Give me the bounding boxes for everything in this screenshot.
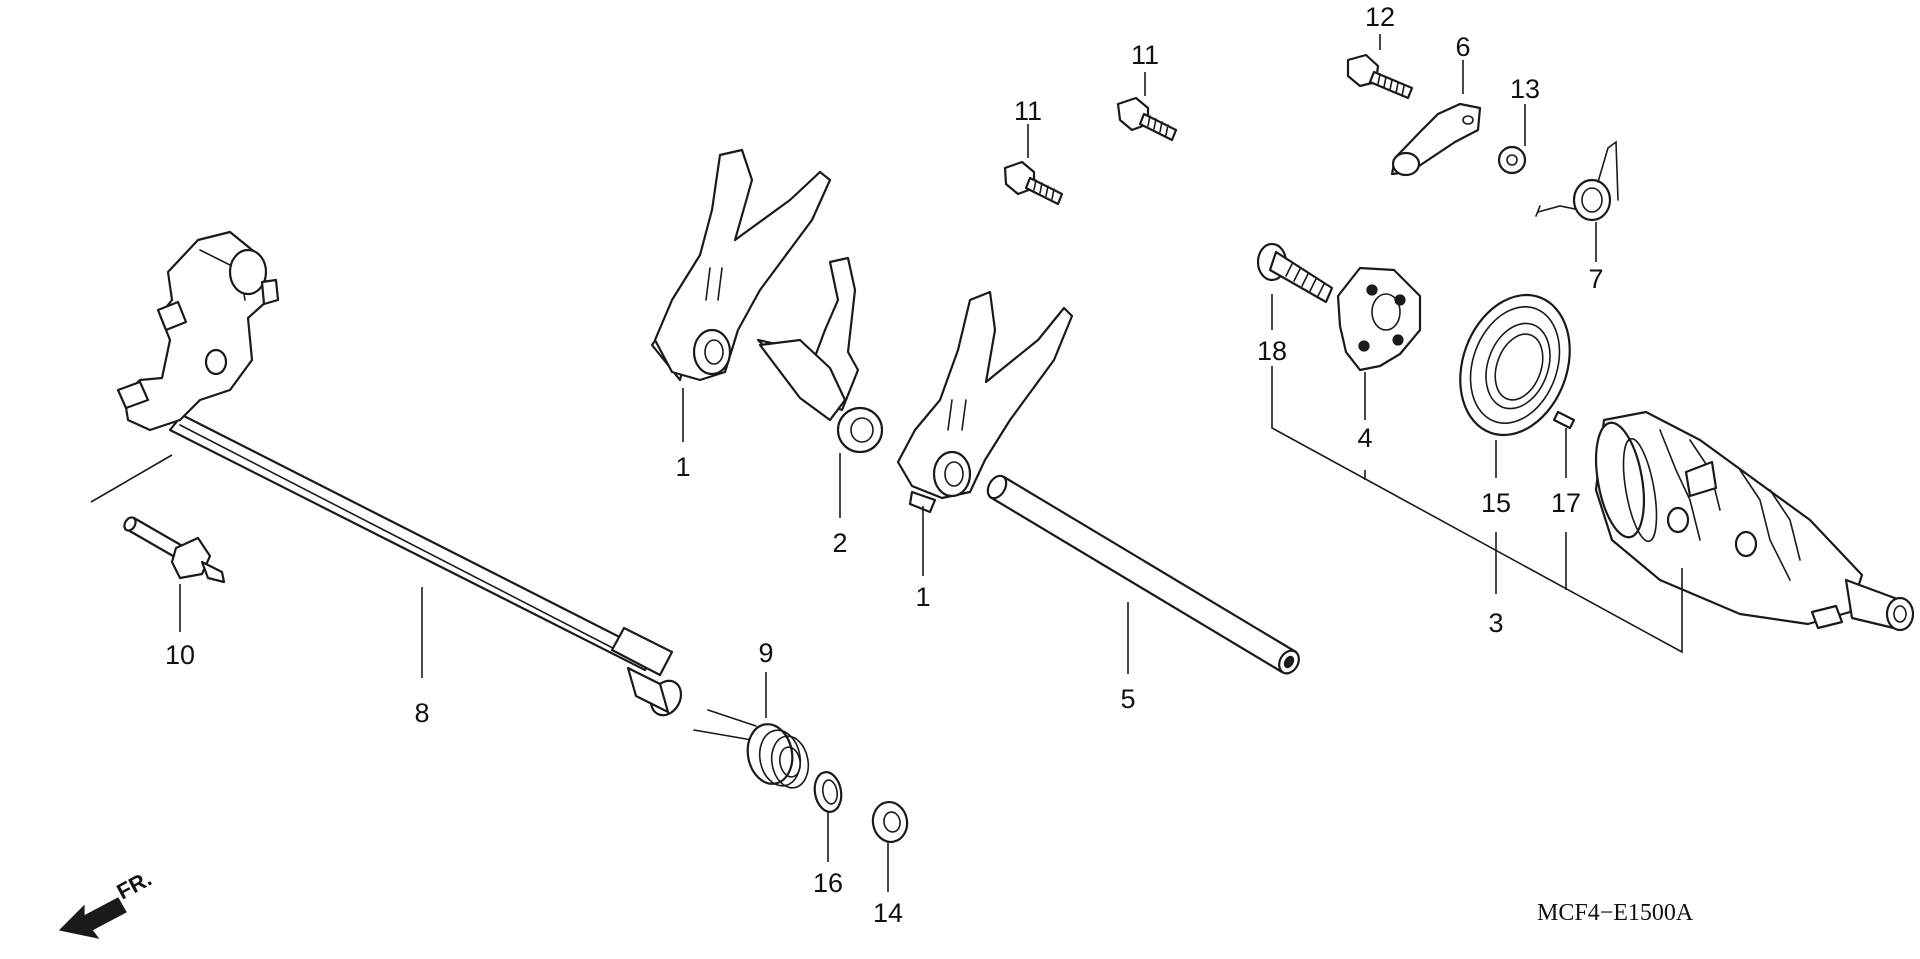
bearing-part	[1459, 293, 1571, 437]
shift-fork-lower-part	[896, 290, 1074, 514]
stopper-bolt-part	[1346, 53, 1414, 100]
callout-stopper-bolt: 12	[1365, 2, 1395, 32]
front-label: FR.	[113, 866, 156, 905]
callout-washer-small: 13	[1510, 74, 1540, 104]
spindle-washer-part	[871, 800, 909, 844]
callout-fork-upper: 1	[675, 452, 690, 482]
drawing-code: MCF4−E1500A	[1537, 900, 1694, 926]
shift-spindle-part	[116, 230, 683, 717]
shift-fork-upper-part	[650, 148, 832, 382]
bolt-a-part	[1003, 160, 1064, 206]
callout-return-spring: 9	[758, 638, 773, 668]
callout-fork-middle: 2	[832, 528, 847, 558]
pin-part	[123, 516, 226, 584]
fork-shaft-part	[986, 474, 1300, 675]
callout-center-bolt: 18	[1257, 336, 1287, 366]
callout-bearing: 15	[1481, 488, 1511, 518]
callout-dowel-pin: 17	[1551, 488, 1581, 518]
shift-drum-part	[1594, 410, 1915, 632]
return-spring-part	[693, 709, 810, 789]
stopper-arm-part	[1390, 102, 1482, 177]
callout-bolt-b: 11	[1131, 40, 1159, 70]
front-arrow-icon: FR.	[58, 866, 156, 939]
bolt-b-part	[1116, 96, 1178, 142]
callout-drum: 3	[1488, 608, 1503, 638]
callout-pin: 10	[165, 640, 195, 670]
center-bolt-part	[1256, 242, 1334, 304]
callout-shift-spindle: 8	[414, 698, 429, 728]
callout-fork-shaft: 5	[1120, 684, 1135, 714]
callout-stopper-spring: 7	[1588, 264, 1603, 294]
small-washer-part	[1497, 145, 1527, 175]
stopper-spring-part	[1535, 140, 1619, 222]
callout-fork-lower: 1	[915, 582, 930, 612]
leader-lines	[90, 34, 1683, 892]
drum-center-part	[1336, 266, 1422, 372]
dowel-pin-part	[1552, 410, 1576, 430]
callout-stopper-arm: 6	[1455, 32, 1470, 62]
shift-fork-middle-part	[756, 256, 884, 454]
callout-drum-center: 4	[1357, 423, 1372, 453]
callout-bolt-a: 11	[1014, 96, 1042, 126]
snap-ring-part	[813, 771, 843, 813]
callout-washer-spindle: 14	[873, 898, 903, 928]
callout-numbers: 1 2 1 3 4 5 6 7 8 9 10 11 11 12 13 14 15…	[165, 2, 1604, 928]
callout-snap-ring: 16	[813, 868, 843, 898]
